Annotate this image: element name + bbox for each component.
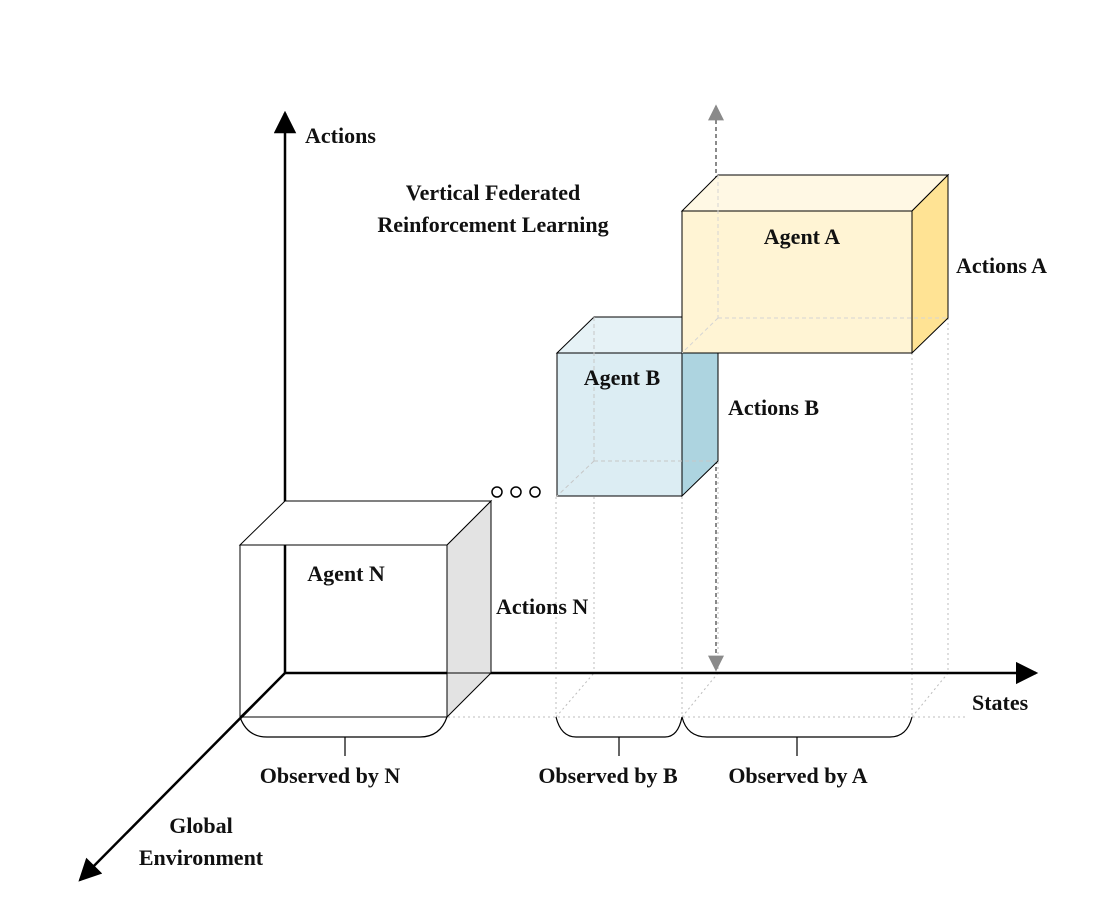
agent-a-side-face xyxy=(911,173,949,355)
observed-braces xyxy=(239,716,913,756)
diagram-title-line2: Reinforcement Learning xyxy=(377,212,608,237)
projection-guides xyxy=(448,317,968,718)
z-axis-arrow xyxy=(78,672,286,882)
brace-b xyxy=(555,716,683,738)
y-axis-label: Actions xyxy=(305,123,376,148)
ellipsis-icon xyxy=(491,486,541,498)
agent-a-top-face xyxy=(680,174,950,212)
actions-n-label: Actions N xyxy=(496,594,588,619)
agent-n-top-face xyxy=(238,500,493,546)
actions-b-label: Actions B xyxy=(728,395,819,420)
observed-by-a-label: Observed by A xyxy=(728,763,867,788)
actions-a-label: Actions A xyxy=(956,253,1047,278)
z-axis-label-line2: Environment xyxy=(139,845,264,870)
agent-b-cube xyxy=(555,315,720,498)
agent-a-label: Agent A xyxy=(764,224,841,249)
x-axis-label: States xyxy=(972,690,1029,715)
agent-a-cube xyxy=(680,173,950,355)
diagram-title-line1: Vertical Federated xyxy=(406,180,581,205)
agent-a-front-face xyxy=(681,210,913,354)
agent-n-cube xyxy=(238,499,493,719)
brace-n xyxy=(239,716,448,738)
brace-a xyxy=(681,716,913,738)
z-axis-label-line1: Global xyxy=(169,813,233,838)
observed-by-n-label: Observed by N xyxy=(260,763,401,788)
agent-b-label: Agent B xyxy=(584,365,661,390)
agent-n-label: Agent N xyxy=(307,561,385,586)
agent-b-front-face xyxy=(556,352,683,497)
observed-by-b-label: Observed by B xyxy=(538,763,678,788)
agent-n-front-face xyxy=(239,544,448,718)
